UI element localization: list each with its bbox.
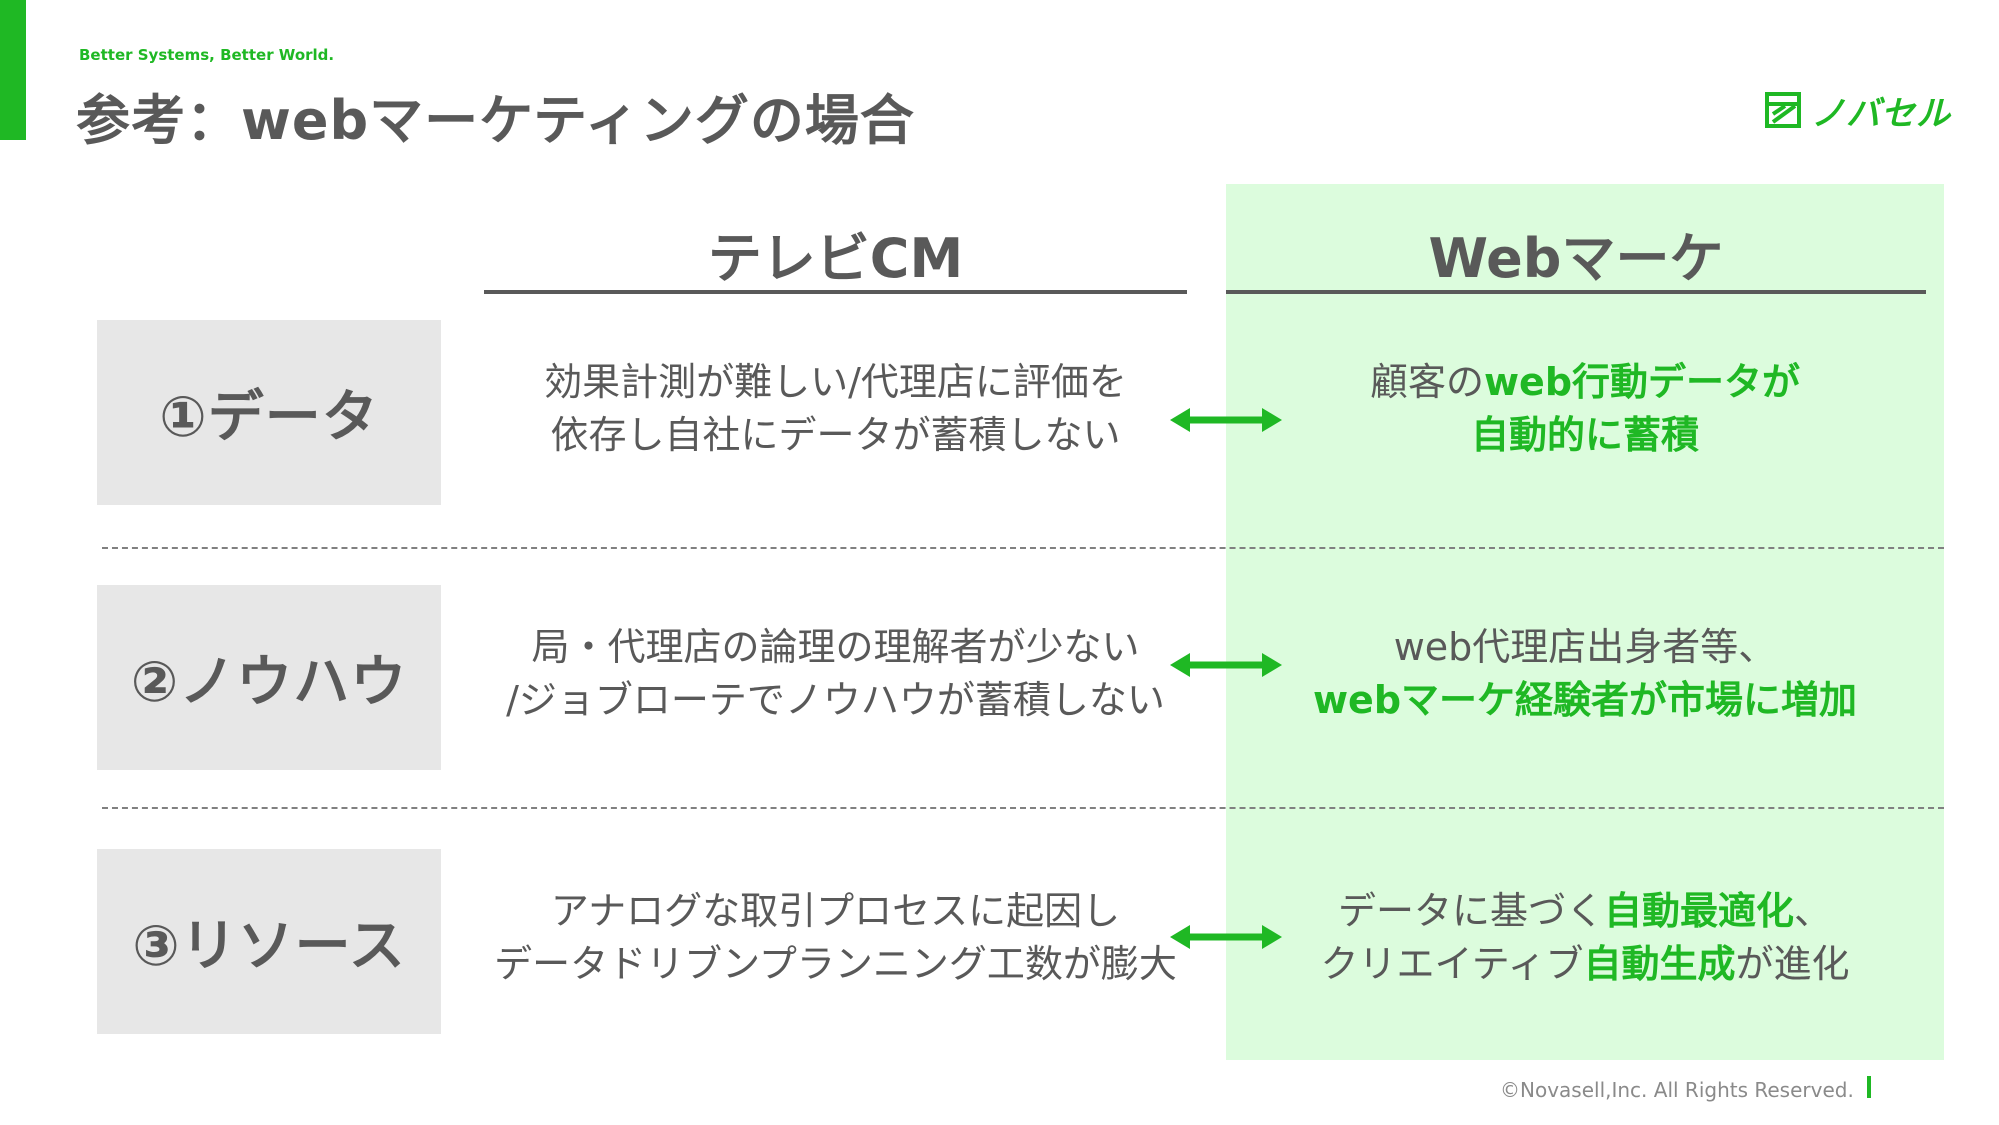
row-divider: [102, 547, 1944, 549]
web-plain-text: 顧客の: [1369, 360, 1484, 404]
row-label-data: ①データ: [97, 320, 441, 505]
web-description-resource: データに基づく自動最適化、 クリエイティブ自動生成が進化: [1226, 885, 1944, 991]
web-highlight-text: 自動生成: [1583, 942, 1736, 986]
web-plain-text: クリエイティブ: [1320, 942, 1584, 986]
copyright-footer: ©Novasell,Inc. All Rights Reserved.: [1500, 1078, 1854, 1102]
column-header-web: Webマーケ: [1428, 227, 1724, 290]
column-header-tv: テレビCM: [707, 227, 964, 290]
tv-line: /ジョブローテでノウハウが蓄積しない: [506, 678, 1165, 722]
web-line: web代理店出身者等、: [1393, 625, 1777, 669]
page-title: 参考：webマーケティングの場合: [76, 89, 915, 152]
web-description-knowhow: web代理店出身者等、 webマーケ経験者が市場に増加: [1226, 621, 1944, 727]
web-plain-text: が進化: [1735, 942, 1850, 986]
web-line: webマーケ経験者が市場に増加: [1312, 678, 1858, 722]
web-line: 自動的に蓄積: [1226, 409, 1944, 462]
column-header-rule-tv: [484, 290, 1187, 294]
tv-line: 効果計測が難しい/代理店に評価を: [544, 360, 1127, 404]
footer-accent-bar: [1867, 1076, 1871, 1098]
double-arrow-icon: [1170, 408, 1282, 432]
accent-bar: [0, 0, 26, 140]
web-plain-text: データに基づく: [1337, 889, 1604, 933]
row-label-resource: ③リソース: [97, 849, 441, 1034]
web-line: クリエイティブ自動生成が進化: [1226, 938, 1944, 991]
row-divider: [102, 807, 1944, 809]
tv-line: データドリブンプランニング工数が膨大: [494, 942, 1177, 986]
web-highlight-text: 自動最適化: [1603, 889, 1794, 933]
novasell-logo-icon: [1765, 92, 1801, 128]
tv-line: アナログな取引プロセスに起因し: [550, 889, 1121, 933]
tagline: Better Systems, Better World.: [79, 46, 335, 64]
logo-text: ノバセル: [1811, 93, 1951, 134]
tv-description-knowhow: 局・代理店の論理の理解者が少ない /ジョブローテでノウハウが蓄積しない: [484, 621, 1187, 727]
tv-line: 局・代理店の論理の理解者が少ない: [531, 625, 1140, 669]
tv-description-data: 効果計測が難しい/代理店に評価を 依存し自社にデータが蓄積しない: [484, 356, 1187, 462]
double-arrow-icon: [1170, 653, 1282, 677]
web-line: データに基づく自動最適化、: [1226, 885, 1944, 938]
tv-line: 依存し自社にデータが蓄積しない: [550, 413, 1121, 457]
web-description-data: 顧客のweb行動データが 自動的に蓄積: [1226, 356, 1944, 462]
double-arrow-icon: [1170, 925, 1282, 949]
logo: ノバセル: [1765, 90, 1951, 134]
row-label-knowhow: ②ノウハウ: [97, 585, 441, 770]
web-column-panel: [1226, 184, 1944, 1060]
web-line: 顧客のweb行動データが: [1226, 356, 1944, 409]
column-header-rule-web: [1226, 290, 1926, 294]
tv-description-resource: アナログな取引プロセスに起因し データドリブンプランニング工数が膨大: [484, 885, 1187, 991]
web-plain-text: 、: [1794, 889, 1833, 933]
web-highlight-text: web行動データが: [1483, 360, 1801, 404]
web-highlight-text: 自動的に蓄積: [1470, 413, 1699, 457]
